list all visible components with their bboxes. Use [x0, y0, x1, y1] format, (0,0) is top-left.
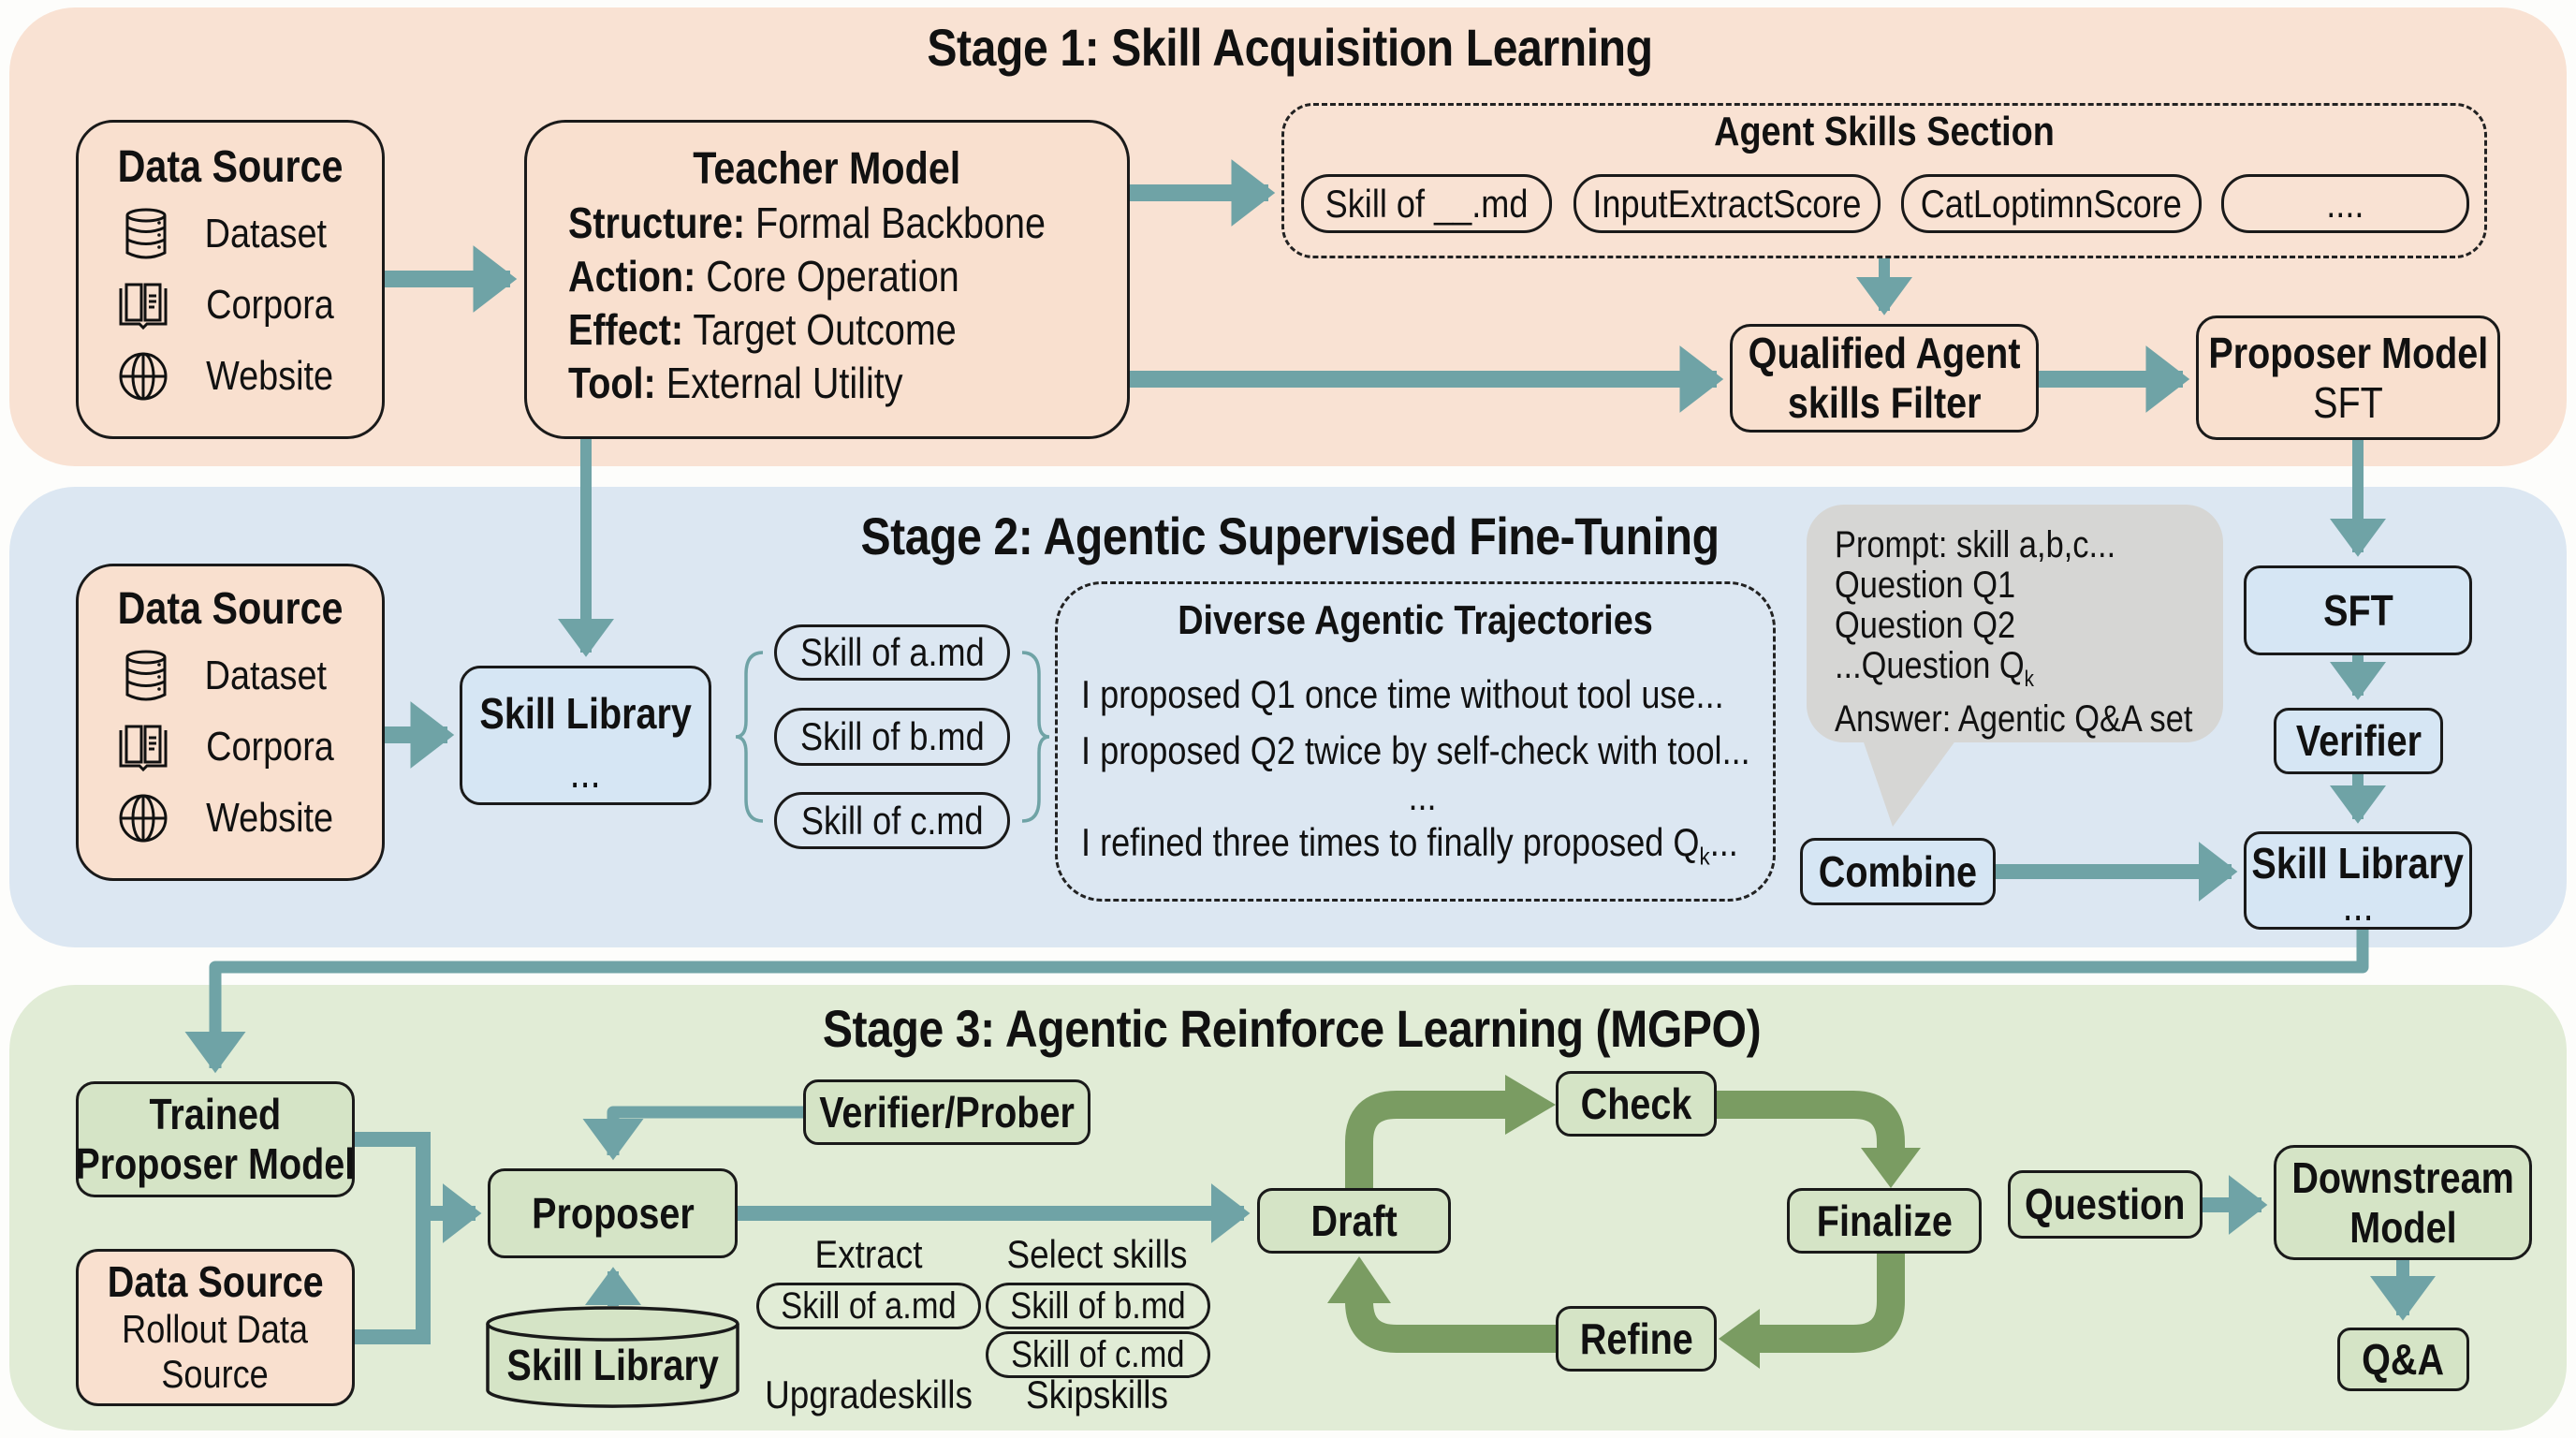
- bubble-line: Question Q2: [1835, 605, 2016, 646]
- data-source-title: Data Source: [117, 142, 344, 192]
- trajectory-line: I proposed Q2 twice by self-check with t…: [1081, 728, 1750, 772]
- agent-skill-pill[interactable]: Skill of __.md: [1301, 174, 1552, 233]
- data-source-item-website: Website: [117, 783, 344, 854]
- skill-file-pill[interactable]: Skill of b.md: [774, 708, 1010, 766]
- trajectory-ellipsis: ...: [1408, 774, 1438, 818]
- database-icon: [125, 208, 167, 259]
- check-box[interactable]: Check: [1556, 1071, 1717, 1137]
- skill-file-pill[interactable]: Skill of a.md: [774, 624, 1010, 681]
- stage3-title: Stage 3: Agentic Reinforce Learning (MGP…: [822, 999, 1762, 1058]
- verifier-prober-box[interactable]: Verifier/Prober: [803, 1079, 1090, 1145]
- qa-box[interactable]: Q&A: [2337, 1328, 2469, 1391]
- book-icon: [119, 283, 168, 330]
- finalize-box[interactable]: Finalize: [1787, 1188, 1982, 1254]
- globe-icon: [119, 352, 168, 401]
- teacher-line-tool: Tool: External Utility: [568, 359, 903, 407]
- teacher-model-title: Teacher Model: [693, 144, 961, 194]
- skill-c-pill[interactable]: Skill of c.md: [986, 1331, 1210, 1378]
- agent-skill-pill[interactable]: CatLoptimnScore: [1901, 174, 2202, 233]
- agent-skills-section: [1281, 103, 2487, 258]
- upgrade-skills-label: Upgradeskills: [765, 1372, 973, 1416]
- agent-skills-title: Agent Skills Section: [1714, 109, 2055, 154]
- downstream-model-box[interactable]: Downstream Model: [2274, 1145, 2532, 1260]
- data-source-title: Data Source: [117, 584, 344, 634]
- trained-proposer-model-box[interactable]: Trained Proposer Model: [76, 1081, 355, 1197]
- bubble-line: Answer: Agentic Q&A set: [1835, 698, 2193, 740]
- combine-box[interactable]: Combine: [1800, 838, 1996, 905]
- bubble-line: Question Q1: [1835, 565, 2016, 606]
- skill-library-updated-box[interactable]: Skill Library ...: [2244, 831, 2472, 930]
- skip-skills-label: Skipskills: [1026, 1372, 1168, 1416]
- trajectory-line: I proposed Q1 once time without tool use…: [1081, 672, 1724, 716]
- stage2-data-source-box[interactable]: Data Source Dataset Corpora Website: [76, 564, 385, 881]
- skill-a-pill[interactable]: Skill of a.md: [756, 1283, 981, 1329]
- skill-library-box[interactable]: Skill Library ...: [460, 666, 711, 805]
- stage1-data-source-box[interactable]: Data Source Dataset Corpora Website: [76, 120, 385, 439]
- teacher-model-box[interactable]: Teacher Model Structure: Formal Backbone…: [524, 120, 1130, 439]
- trajectory-line: I refined three times to finally propose…: [1081, 820, 1738, 871]
- trajectory-lines: I proposed Q1 once time without tool use…: [1081, 667, 1764, 884]
- proposer-model-box[interactable]: Proposer Model SFT: [2196, 315, 2500, 440]
- rollout-data-source-box[interactable]: Data Source Rollout Data Source: [76, 1249, 355, 1406]
- select-skills-label: Select skills: [1006, 1232, 1188, 1276]
- data-source-item-corpora: Corpora: [117, 270, 344, 341]
- globe-icon: [119, 794, 168, 843]
- database-icon: [125, 650, 167, 701]
- trajectories-title: Diverse Agentic Trajectories: [1178, 597, 1653, 643]
- refine-box[interactable]: Refine: [1556, 1306, 1717, 1372]
- data-source-item-dataset: Dataset: [124, 198, 337, 270]
- teacher-line-structure: Structure: Formal Backbone: [568, 198, 1046, 247]
- data-source-item-website: Website: [117, 341, 344, 412]
- prompt-speech-bubble: Prompt: skill a,b,c... Question Q1 Quest…: [1807, 505, 2223, 742]
- bubble-line: Prompt: skill a,b,c...: [1835, 524, 2116, 565]
- data-source-item-corpora: Corpora: [117, 712, 344, 783]
- stage2-title: Stage 2: Agentic Supervised Fine-Tuning: [860, 506, 1720, 565]
- book-icon: [119, 725, 168, 771]
- agent-skill-pill[interactable]: InputExtractScore: [1573, 174, 1881, 233]
- teacher-line-action: Action: Core Operation: [568, 252, 959, 301]
- bubble-line: ...Question Qk: [1835, 645, 2034, 693]
- teacher-line-effect: Effect: Target Outcome: [568, 305, 957, 354]
- diverse-trajectories-section: [1055, 581, 1776, 902]
- extract-label: Extract: [814, 1232, 923, 1276]
- data-source-item-dataset: Dataset: [124, 640, 337, 712]
- draft-box[interactable]: Draft: [1257, 1188, 1451, 1254]
- skill-file-pill[interactable]: Skill of c.md: [774, 792, 1010, 849]
- proposer-box[interactable]: Proposer: [488, 1168, 738, 1258]
- agent-skill-pill-more[interactable]: ....: [2221, 174, 2469, 233]
- question-box[interactable]: Question: [2008, 1170, 2203, 1239]
- skill-library-cylinder-label[interactable]: Skill Library: [506, 1341, 719, 1389]
- stage1-title: Stage 1: Skill Acquisition Learning: [927, 18, 1653, 77]
- qualified-skills-filter-box[interactable]: Qualified Agent skills Filter: [1730, 324, 2039, 433]
- sft-box[interactable]: SFT: [2244, 565, 2472, 655]
- skill-b-pill[interactable]: Skill of b.md: [986, 1283, 1210, 1329]
- verifier-box[interactable]: Verifier: [2274, 708, 2443, 774]
